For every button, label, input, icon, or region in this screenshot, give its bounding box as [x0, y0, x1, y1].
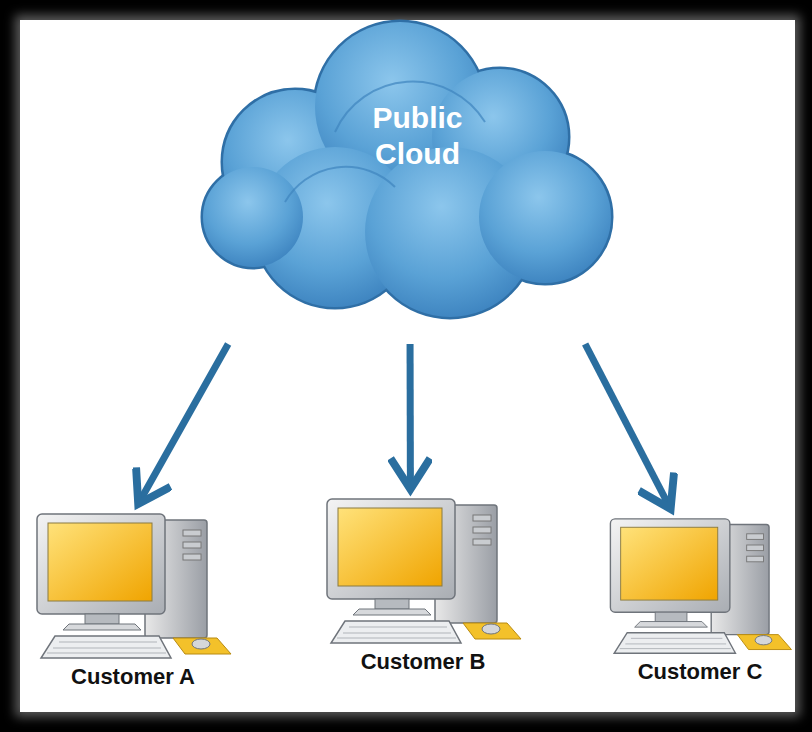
computer-node: Customer C [605, 517, 795, 685]
customer-label: Customer B [318, 649, 528, 675]
computer-node: Customer A [28, 512, 238, 690]
shape-graphic [610, 519, 791, 653]
computer-node: Customer B [318, 497, 528, 675]
shape-graphic [203, 22, 611, 317]
arrow-connector [407, 344, 414, 487]
computer-icon [605, 517, 795, 657]
cloud-node: Public Cloud [195, 12, 620, 322]
customer-label: Customer C [605, 659, 795, 685]
arrow-connector [585, 344, 669, 507]
shape-graphic [327, 499, 521, 643]
arrow-connector [139, 344, 228, 502]
computer-icon [28, 512, 238, 662]
cloud-label: Public Cloud [328, 100, 488, 172]
computer-icon [318, 497, 528, 647]
shape-graphic [37, 514, 231, 658]
customer-label: Customer A [28, 664, 238, 690]
